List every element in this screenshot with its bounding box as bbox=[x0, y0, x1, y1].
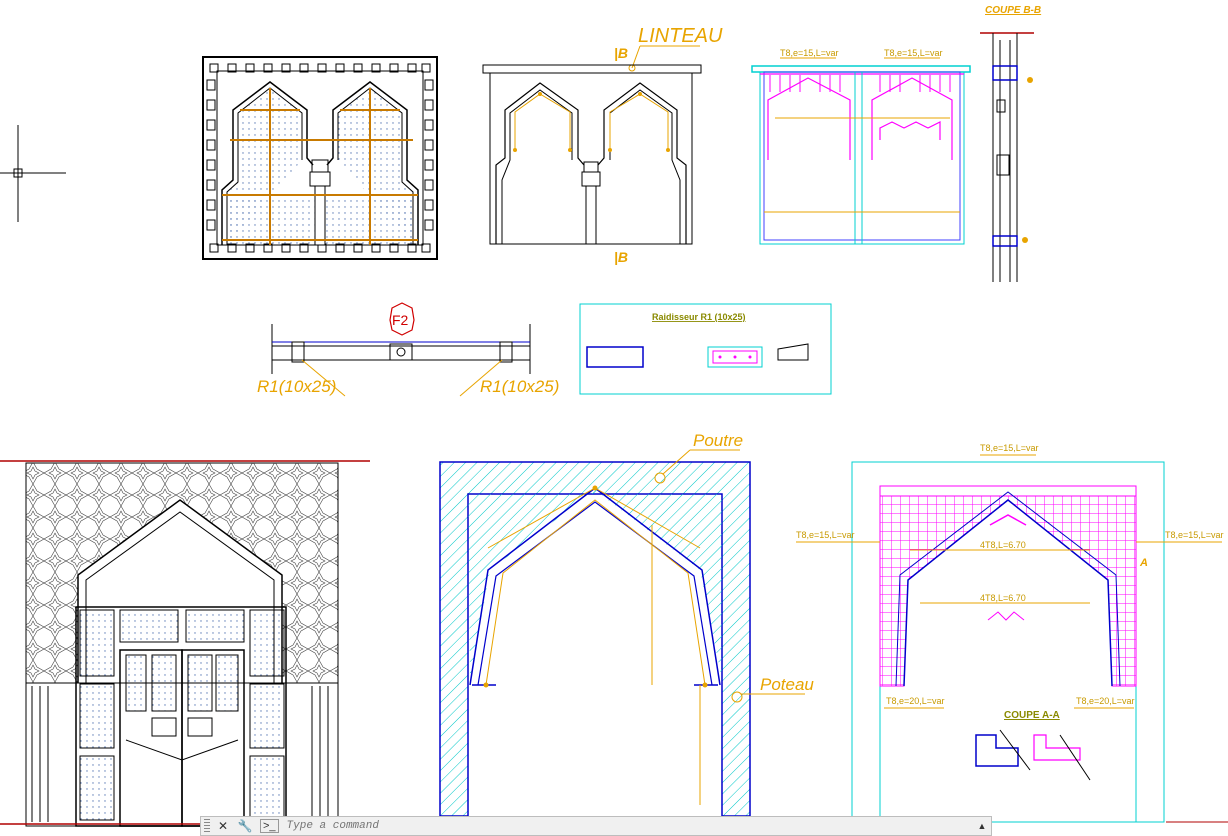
portal-section-view[interactable]: Poutre Poteau bbox=[439, 431, 814, 817]
raidisseur-detail-view[interactable]: Raidisseur R1 (10x25) bbox=[579, 303, 832, 395]
command-input[interactable] bbox=[284, 817, 975, 835]
bar-4t8-lower-label: 4T8,L=6.70 bbox=[980, 593, 1026, 603]
bar-4t8-upper-label: 4T8,L=6.70 bbox=[980, 540, 1026, 550]
t8-top-right-label: T8,e=15,L=var bbox=[884, 48, 943, 58]
wrench-icon[interactable]: 🔧 bbox=[237, 819, 253, 833]
coupe-bb-label: COUPE B-B bbox=[985, 5, 1041, 16]
door-elevation-view[interactable] bbox=[0, 460, 370, 827]
r1-left-label: R1(10x25) bbox=[257, 377, 336, 396]
plan-f2-view[interactable]: F2 R1(10x25) R1(10x25) bbox=[257, 302, 559, 397]
t8-bottom-right-label: T8,e=20,L=var bbox=[1076, 696, 1135, 706]
t8-big-left-label: T8,e=15,L=var bbox=[796, 530, 855, 540]
poteau-label: Poteau bbox=[760, 675, 814, 694]
linteau-label: LINTEAU bbox=[638, 25, 723, 47]
coupe-aa-label: COUPE A-A bbox=[1004, 710, 1060, 721]
raidisseur-title: Raidisseur R1 (10x25) bbox=[652, 312, 746, 322]
t8-top-left-label: T8,e=15,L=var bbox=[780, 48, 839, 58]
close-icon[interactable]: ✕ bbox=[217, 819, 229, 833]
poutre-label: Poutre bbox=[693, 431, 743, 450]
window-elevation-view[interactable] bbox=[202, 56, 438, 260]
scroll-up-icon[interactable]: ▲ bbox=[977, 821, 987, 831]
t8-big-top-label: T8,e=15,L=var bbox=[980, 443, 1039, 453]
linteau-elevation-view[interactable]: LINTEAU |B |B bbox=[482, 25, 723, 265]
reinforcement-elevation-view[interactable]: T8,e=15,L=var T8,e=15,L=var bbox=[751, 48, 971, 245]
t8-big-right-label: T8,e=15,L=var bbox=[1165, 530, 1224, 540]
portal-reinforcement-view[interactable]: T8,e=15,L=var T8,e=15,L=var T8,e=15,L=va… bbox=[796, 443, 1228, 823]
prompt-icon[interactable]: >_ bbox=[260, 819, 279, 833]
command-line-bar[interactable]: ✕ 🔧 >_ ▲ bbox=[200, 816, 992, 836]
section-b-bottom-label: |B bbox=[614, 249, 628, 265]
section-a-marker: A bbox=[1139, 557, 1148, 569]
t8-bottom-left-label: T8,e=20,L=var bbox=[886, 696, 945, 706]
r1-right-label: R1(10x25) bbox=[480, 377, 559, 396]
crosshair-cursor bbox=[0, 125, 66, 222]
section-b-top-label: |B bbox=[614, 45, 628, 61]
section-bb-view[interactable]: COUPE B-B bbox=[980, 5, 1041, 282]
grip-handle[interactable] bbox=[204, 819, 210, 833]
f2-tag: F2 bbox=[392, 312, 409, 328]
